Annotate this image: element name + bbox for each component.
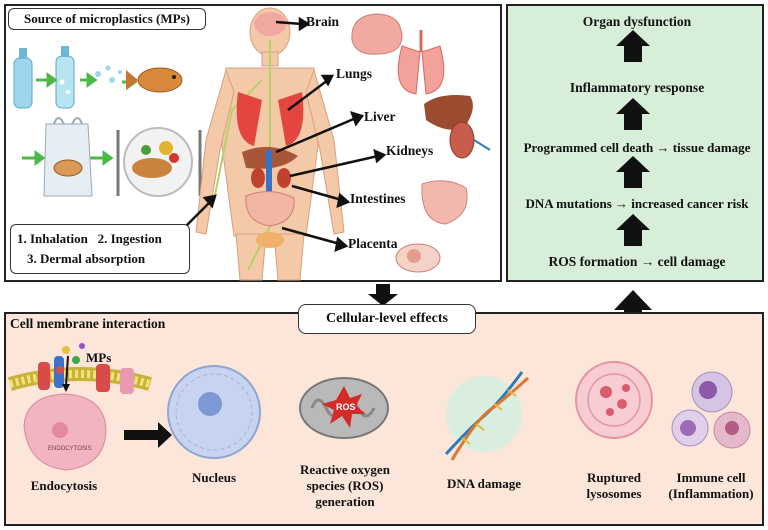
step-organ-dysfunction: Organ dysfunction	[582, 14, 692, 29]
membrane-interaction-title: Cell membrane interaction	[10, 316, 166, 331]
organ-label-lungs: Lungs	[336, 66, 373, 81]
exposure-routes-box: 1. Inhalation 2. Ingestion 3. Dermal abs…	[10, 224, 190, 274]
plastic-bag-icon	[43, 117, 93, 197]
up-arrow-icon	[614, 290, 652, 328]
ruptured-lysosome-icon	[575, 361, 653, 439]
step-dna-mutations: DNA mutations → increased cancer risk	[525, 196, 749, 211]
brain-organ-icon	[254, 12, 286, 36]
fish-icon	[126, 67, 183, 93]
caption-ros: Reactive oxygen species (ROS) generation	[300, 462, 390, 509]
bottle-icon	[55, 46, 75, 109]
intestines-organ-icon	[245, 191, 295, 227]
cellular-effects-label: Cellular-level effects	[298, 304, 476, 334]
organ-label-kidneys: Kidneys	[386, 143, 434, 158]
organ-label-intestines: Intestines	[350, 191, 406, 206]
caption-nucleus: Nucleus	[191, 470, 237, 485]
intestines-icon	[421, 180, 468, 225]
fish-plate-icon	[116, 127, 202, 197]
organ-label-placenta: Placenta	[348, 236, 398, 251]
up-arrow-icon	[616, 214, 650, 246]
mitochondrion-icon	[299, 377, 389, 439]
microplastic-fragments-icon	[95, 65, 122, 83]
bottle-icon	[13, 48, 33, 109]
up-arrow-icon	[616, 30, 650, 62]
organ-label-brain: Brain	[306, 14, 340, 29]
up-arrow-icon	[616, 98, 650, 130]
cell-membrane-icon	[8, 343, 152, 394]
kidney-icon	[449, 121, 491, 159]
mps-label: MPs	[86, 350, 112, 365]
right-arrow-icon	[124, 422, 172, 448]
ros-tag: ROS	[336, 402, 356, 412]
kidneys-organ-icon	[251, 168, 291, 188]
blood-vessel-icon	[266, 150, 272, 210]
lungs-icon	[397, 30, 445, 95]
endocytosis-tag: ENDOCYTOSIS	[48, 446, 92, 452]
caption-endocytosis: Endocytosis	[30, 478, 98, 493]
source-title: Source of microplastics (MPs)	[8, 8, 206, 30]
placenta-organ-icon	[256, 232, 284, 248]
step-programmed-cell-death: Programmed cell death → tissue damage	[523, 140, 751, 155]
nucleus-icon	[167, 365, 261, 459]
endocytosis-vesicle-icon	[23, 393, 107, 471]
up-arrow-icon	[616, 156, 650, 188]
caption-ruptured-lysosomes: Ruptured lysosomes	[586, 470, 642, 501]
liver-icon	[424, 95, 473, 130]
step-inflammatory-response: Inflammatory response	[569, 80, 705, 95]
exposure-route-dermal: 3. Dermal absorption	[27, 251, 146, 266]
brain-icon	[351, 13, 403, 55]
down-arrow-icon	[368, 284, 398, 306]
placenta-icon	[395, 243, 441, 273]
exposure-route-row: 1. Inhalation 2. Ingestion	[17, 231, 162, 246]
dna-helix-icon	[444, 371, 530, 461]
caption-immune-cell: Immune cell (Inflammation)	[668, 470, 754, 501]
immune-cells-icon	[671, 371, 751, 449]
caption-dna-damage: DNA damage	[446, 476, 522, 491]
lungs-organ-icon	[236, 92, 304, 146]
step-ros-formation: ROS formation → cell damage	[548, 254, 726, 269]
organ-label-liver: Liver	[364, 109, 396, 124]
